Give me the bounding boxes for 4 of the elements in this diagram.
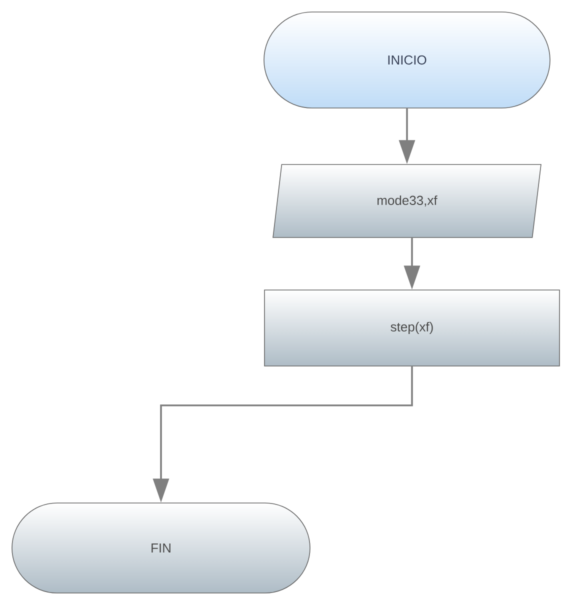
input-parallelogram: mode33,xf bbox=[272, 164, 542, 238]
start-terminal: INICIO bbox=[264, 12, 550, 108]
end-terminal: FIN bbox=[12, 502, 310, 594]
process-box: step(xf) bbox=[264, 290, 560, 366]
